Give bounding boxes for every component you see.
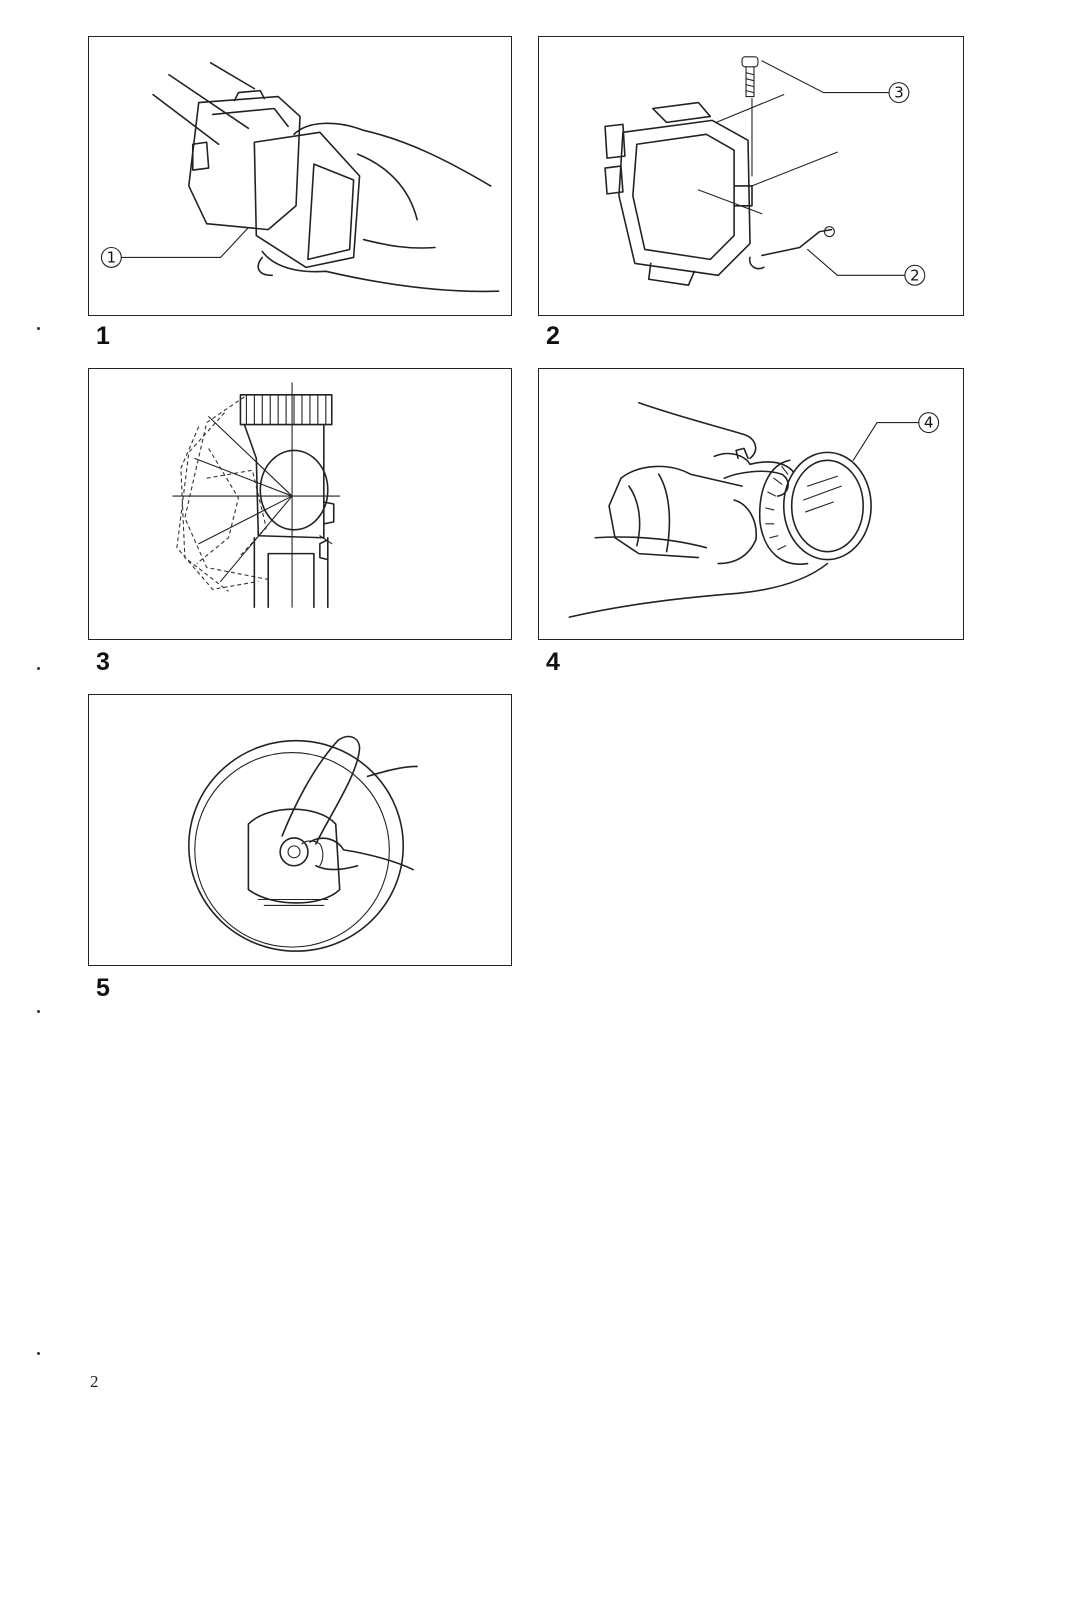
figure-4-number: 4: [546, 648, 560, 676]
figure-3-number: 3: [96, 648, 110, 676]
callout-1-label: 1: [107, 248, 116, 266]
figure-5-bulb-replacement: [88, 694, 512, 966]
callout-3-label: 3: [894, 84, 903, 102]
margin-mark: [37, 327, 40, 330]
figure-1-battery-removal: 1: [88, 36, 512, 316]
margin-mark: [37, 1010, 40, 1013]
callout-2-label: 2: [910, 266, 919, 284]
figure-4-lens-cap-removal: 4: [538, 368, 964, 640]
figure-2-hook-attachment: 3 2: [538, 36, 964, 316]
figure-4-illustration: 4: [568, 401, 940, 618]
margin-mark: [37, 1352, 40, 1355]
page-number: 2: [90, 1372, 99, 1391]
figure-3-illustration: [172, 382, 341, 609]
margin-mark: [37, 667, 40, 670]
figure-1-illustration: 1: [100, 62, 500, 293]
callout-4-label: 4: [924, 414, 933, 432]
figure-3-head-angle-adjustment: [88, 368, 512, 640]
figure-1-number: 1: [96, 322, 110, 350]
figure-5-illustration: [188, 735, 418, 952]
figure-5-number: 5: [96, 974, 110, 1002]
figure-2-illustration: 3 2: [604, 56, 926, 287]
figure-2-number: 2: [546, 322, 560, 350]
